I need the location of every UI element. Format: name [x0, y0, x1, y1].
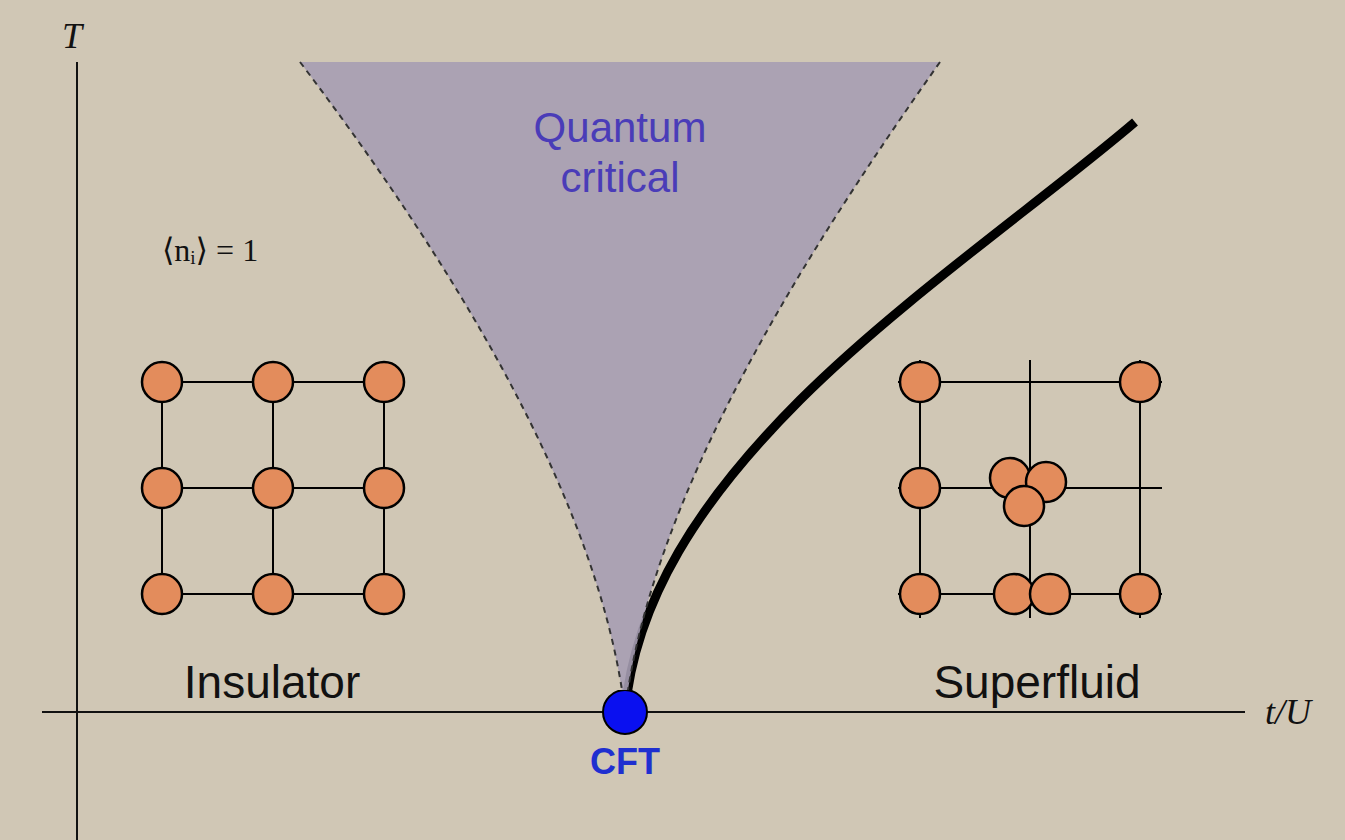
y-axis: [76, 62, 78, 840]
critical-point-dot: [555, 690, 695, 738]
axis-label: t/U: [1265, 691, 1311, 733]
superfluid-lattice: [898, 360, 1162, 618]
quantum-critical-region: Quantum critical: [295, 55, 945, 717]
phase-name: Insulator: [184, 655, 360, 709]
occupation-note: ⟨nᵢ⟩ = 1: [162, 231, 258, 269]
region-label: Quantum critical: [490, 103, 750, 204]
insulator-lattice: [142, 362, 404, 614]
critical-point: CFT: [555, 690, 695, 820]
region-shape: [295, 55, 945, 717]
axis-label: T: [62, 15, 82, 57]
point-label: CFT: [555, 740, 695, 783]
phase-name: Superfluid: [933, 655, 1140, 709]
